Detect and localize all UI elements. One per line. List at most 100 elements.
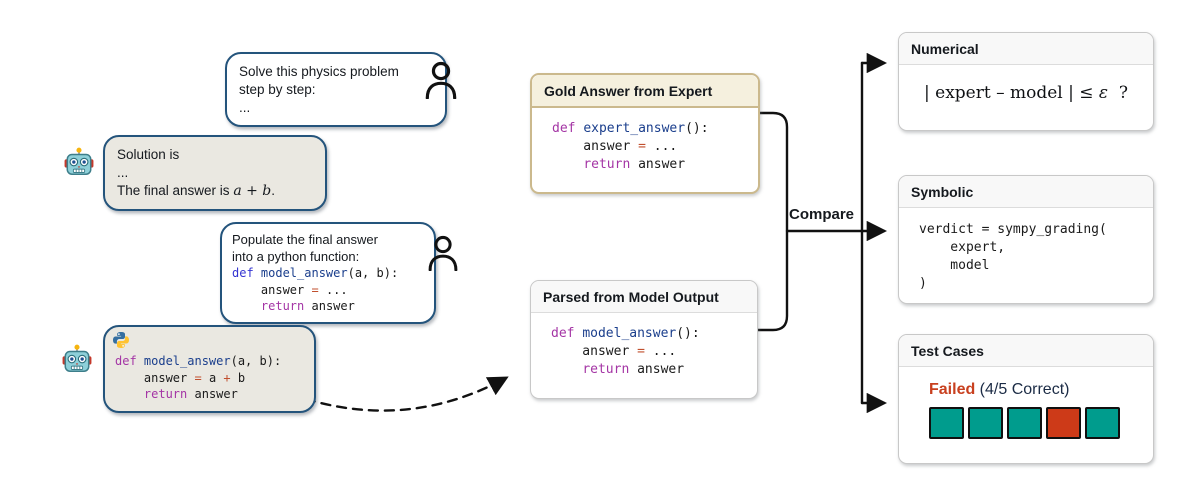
code-line: def expert_answer():: [552, 120, 744, 138]
test-case-square-pass: [968, 407, 1003, 439]
code-line: answer = ...: [551, 343, 743, 361]
brace-connector: [754, 111, 789, 332]
code-token: [552, 157, 583, 172]
prompt-text: into a python function:: [232, 249, 360, 265]
code-token: ():: [685, 121, 709, 136]
code-line: answer = ...: [232, 282, 424, 299]
answer-prefix: The final answer is: [117, 182, 234, 198]
prompt-text: Populate the final answer: [232, 232, 378, 247]
test-cases-box: Test Cases Failed (4/5 Correct): [898, 334, 1154, 464]
code-line: return answer: [115, 386, 304, 403]
operator-equals: =: [194, 370, 202, 385]
epsilon-symbol: ε: [1098, 83, 1109, 103]
gold-answer-box: Gold Answer from Expert def expert_answe…: [530, 73, 760, 194]
code-token: (a, b):: [347, 266, 399, 281]
code-token: answer: [232, 282, 312, 297]
numerical-formula-row: | expert – model | ≤ ε ?: [899, 65, 1153, 121]
numerical-title: Numerical: [899, 33, 1153, 65]
numerical-formula: | expert – model | ≤ ε ?: [924, 83, 1128, 103]
user-person-icon: [425, 61, 457, 99]
user-bubble-populate-prompt: Populate the final answer into a python …: [220, 222, 436, 324]
formula-question: ?: [1108, 83, 1128, 103]
code-token: (a, b):: [230, 354, 282, 368]
code-line: def model_answer(a, b):: [115, 353, 304, 370]
symbolic-box: Symbolic verdict = sympy_grading( expert…: [898, 175, 1154, 304]
keyword-return: return: [143, 387, 188, 402]
keyword-def: def: [551, 326, 583, 341]
test-case-square-pass: [1007, 407, 1042, 439]
parsed-output-title: Parsed from Model Output: [531, 281, 757, 313]
code-line: expert,: [919, 239, 1006, 255]
function-name: expert_answer: [583, 121, 686, 136]
code-token: ():: [676, 326, 700, 341]
code-token: answer: [115, 370, 195, 385]
user-person-icon: [428, 235, 458, 271]
numerical-box: Numerical | expert – model | ≤ ε ?: [898, 32, 1154, 131]
code-token: [115, 387, 144, 401]
formula-main: | expert – model | ≤: [924, 83, 1099, 103]
keyword-def: def: [232, 266, 261, 281]
model-code-block: def model_answer(a, b): answer = a + b r…: [115, 332, 304, 403]
prompt-text: Solve this physics problem: [239, 64, 399, 79]
ellipsis-text: ...: [239, 99, 251, 115]
bot-bubble-solution: Solution is ... The final answer is a + …: [103, 135, 327, 212]
ellipsis-text: ...: [117, 164, 129, 180]
prompt-text: step by step:: [239, 81, 316, 97]
code-line: verdict = sympy_grading(: [919, 222, 1107, 237]
code-line: model: [919, 257, 990, 273]
dashed-curved-arrow: [304, 376, 509, 412]
operator-plus: +: [223, 370, 231, 385]
code-token: [232, 299, 261, 313]
python-logo-icon: [113, 332, 129, 348]
parsed-output-code: def model_answer(): answer = ... return …: [531, 313, 757, 389]
gold-answer-title: Gold Answer from Expert: [532, 75, 758, 108]
code-token: b: [230, 370, 246, 385]
code-line: def model_answer():: [551, 325, 743, 343]
keyword-return: return: [582, 361, 630, 377]
code-line: return answer: [551, 361, 743, 379]
code-line: def model_answer(a, b):: [232, 265, 424, 282]
final-answer-text: The final answer is a + b.: [117, 182, 313, 200]
test-cases-title: Test Cases: [899, 335, 1153, 367]
code-token: answer: [187, 387, 238, 402]
solution-text: Solution is: [117, 147, 180, 162]
test-cases-body: Failed (4/5 Correct): [899, 367, 1153, 449]
test-result-line: Failed (4/5 Correct): [929, 381, 1139, 399]
operator-equals: =: [311, 282, 319, 297]
code-token: ...: [318, 282, 348, 297]
function-name: model_answer: [260, 266, 348, 281]
code-line: return answer: [232, 298, 424, 315]
symbolic-code: verdict = sympy_grading( expert, model ): [899, 208, 1153, 303]
test-case-square-pass: [1085, 407, 1120, 439]
code-line: answer = a + b: [115, 370, 304, 387]
code-token: a: [201, 370, 224, 385]
operator-equals: =: [638, 138, 646, 154]
test-case-square-fail: [1046, 407, 1081, 439]
operator-equals: =: [637, 343, 645, 359]
code-token: [551, 362, 582, 377]
compare-label: Compare: [789, 206, 855, 223]
parsed-output-box: Parsed from Model Output def model_answe…: [530, 280, 758, 399]
math-expression: a + b: [233, 182, 272, 199]
code-line: return answer: [552, 156, 744, 174]
gold-answer-code: def expert_answer(): answer = ... return…: [532, 108, 758, 184]
code-line: answer = ...: [552, 138, 744, 156]
code-line: ): [919, 275, 927, 291]
robot-icon: [64, 147, 94, 175]
test-case-square-pass: [929, 407, 964, 439]
code-token: ...: [644, 343, 677, 359]
code-token: answer: [304, 299, 355, 314]
code-token: answer: [630, 156, 686, 172]
prompt-code-block: def model_answer(a, b): answer = ... ret…: [232, 265, 424, 315]
failed-status: Failed: [929, 381, 976, 398]
robot-icon: [62, 344, 92, 372]
function-name: model_answer: [582, 326, 677, 341]
keyword-def: def: [552, 121, 584, 136]
code-token: ...: [645, 138, 678, 154]
bot-bubble-python-code: def model_answer(a, b): answer = a + b r…: [103, 325, 316, 413]
keyword-return: return: [260, 299, 305, 314]
code-token: answer: [629, 361, 685, 377]
keyword-return: return: [583, 156, 631, 172]
